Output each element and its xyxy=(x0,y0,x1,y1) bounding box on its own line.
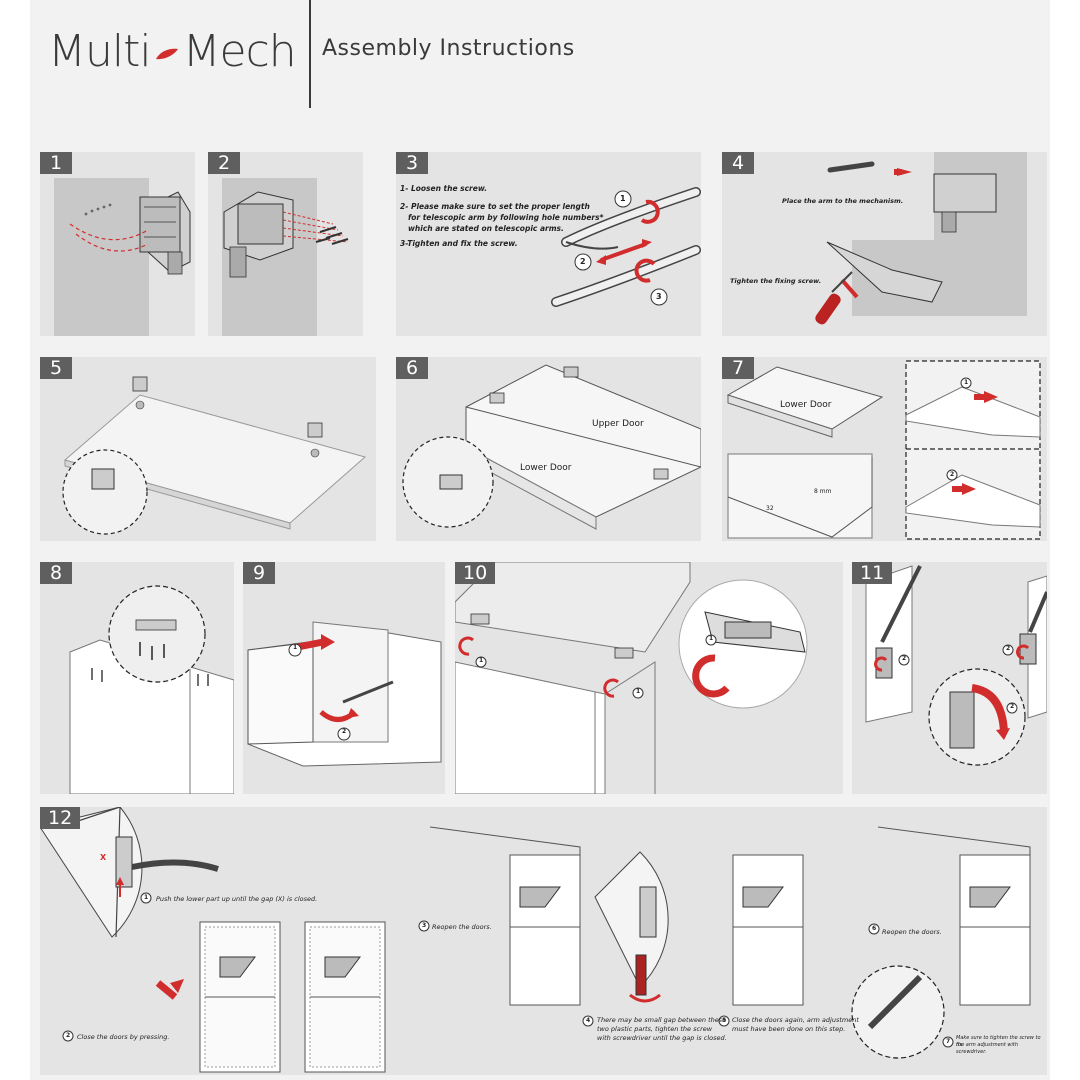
callout-2a: 2 xyxy=(902,655,907,662)
note-1-number: 1 xyxy=(144,894,149,901)
step-number: 12 xyxy=(40,807,81,829)
header-divider xyxy=(309,0,311,108)
upper-door-label: Upper Door xyxy=(592,419,644,429)
step-number: 11 xyxy=(852,562,893,584)
callout-1a: 1 xyxy=(479,657,484,664)
callout-1c: 1 xyxy=(709,635,714,642)
dimension-a: 32 xyxy=(766,505,774,512)
step-10-panel: 10 1 1 1 xyxy=(455,562,843,794)
step-12-illustration xyxy=(40,807,1031,1073)
callout-1: 1 xyxy=(293,644,298,651)
callout-2c: 2 xyxy=(1010,703,1015,710)
brand-right: Mech xyxy=(182,26,297,77)
gap-x-label: X xyxy=(100,853,107,862)
step-5-panel: 5 xyxy=(40,357,376,541)
callout-2: 2 xyxy=(950,471,955,478)
step-number: 5 xyxy=(40,357,72,379)
note-2-text: Close the doors by pressing. xyxy=(77,1033,170,1041)
dimension-b: 8 mm xyxy=(814,488,832,495)
step-3-text-2a: 2- Please make sure to set the proper le… xyxy=(400,202,590,211)
step-3-text-2c: which are stated on telescopic arms. xyxy=(408,224,564,233)
note-2-number: 2 xyxy=(66,1032,71,1039)
callout-3: 3 xyxy=(656,292,662,301)
step-number: 7 xyxy=(722,357,754,379)
step-1-panel: 1 xyxy=(40,152,195,336)
callout-1: 1 xyxy=(620,194,626,203)
step-number: 4 xyxy=(722,152,754,174)
step-3-illustration xyxy=(551,187,701,307)
page-title: Assembly Instructions xyxy=(322,36,575,61)
callout-1b: 1 xyxy=(636,688,641,695)
step-10-illustration xyxy=(455,562,808,794)
step-9-illustration xyxy=(247,621,442,767)
step-12-panel: 12 X 1 Push the lower part up until the … xyxy=(40,807,1047,1075)
note-3-number: 3 xyxy=(422,922,427,929)
step-number: 1 xyxy=(40,152,72,174)
step-9-panel: 9 1 2 xyxy=(243,562,445,794)
step-5-illustration xyxy=(62,376,367,535)
step-1-illustration xyxy=(54,178,191,336)
note-5-number: 5 xyxy=(722,1017,727,1024)
lower-door-label: Lower Door xyxy=(780,400,832,410)
note-5-text-b: must have been done on this step. xyxy=(732,1025,846,1033)
note-4-text-c: with screwdriver until the gap is closed… xyxy=(597,1034,727,1042)
note-3-text: Reopen the doors. xyxy=(432,923,492,931)
brand-logo: Multi Mech xyxy=(48,26,297,77)
step-2-panel: 2 xyxy=(208,152,363,336)
step-4-illustration xyxy=(815,152,1027,325)
step-4-text-tighten: Tighten the fixing screw. xyxy=(730,277,822,285)
step-number: 8 xyxy=(40,562,72,584)
step-6-illustration xyxy=(402,364,701,530)
note-7-number: 7 xyxy=(946,1038,951,1045)
step-number: 6 xyxy=(396,357,428,379)
note-4-number: 4 xyxy=(586,1017,591,1024)
step-4-text-place: Place the arm to the mechanism. xyxy=(782,197,904,205)
step-11-panel: 11 2 2 2 xyxy=(852,562,1047,794)
note-7-text-a: Make sure to tighten the screw to fix xyxy=(956,1035,1041,1048)
step-7-panel: 7 Lower Door 32 8 mm 1 2 xyxy=(722,357,1047,541)
step-3-text-1: 1- Loosen the screw. xyxy=(400,184,488,193)
callout-2: 2 xyxy=(342,728,347,735)
step-number: 2 xyxy=(208,152,240,174)
step-number: 10 xyxy=(455,562,496,584)
step-7-illustration xyxy=(726,360,1041,540)
note-6-text: Reopen the doors. xyxy=(882,928,942,936)
step-8-illustration xyxy=(69,585,234,794)
step-number: 3 xyxy=(396,152,428,174)
note-7-text-b: the arm adjustment with screwdriver. xyxy=(956,1042,1019,1055)
callout-2: 2 xyxy=(580,257,586,266)
step-4-panel: 4 Place the arm to the mechanism. Tighte… xyxy=(722,152,1047,336)
step-3-panel: 3 1- Loosen the screw. 2- Please make su… xyxy=(396,152,701,336)
brand-left: Multi xyxy=(48,26,152,77)
step-11-illustration xyxy=(865,565,1047,766)
lower-door-label: Lower Door xyxy=(520,463,572,473)
note-6-number: 6 xyxy=(872,925,877,932)
note-1-text: Push the lower part up until the gap (X)… xyxy=(156,895,318,903)
step-6-panel: 6 Upper Door Lower Door xyxy=(396,357,701,541)
callout-1: 1 xyxy=(964,379,969,386)
note-4-text-a: There may be small gap between these xyxy=(597,1016,727,1024)
step-3-text-2b: for telescopic arm by following hole num… xyxy=(408,213,604,222)
leaf-icon xyxy=(155,48,178,60)
step-8-panel: 8 xyxy=(40,562,234,794)
callout-2b: 2 xyxy=(1006,645,1011,652)
note-4-text-b: two plastic parts, tighten the screw xyxy=(597,1025,713,1033)
note-5-text-a: Close the doors again, arm adjustment xyxy=(732,1016,859,1024)
step-number: 9 xyxy=(243,562,275,584)
step-2-illustration xyxy=(222,178,349,336)
step-3-text-3: 3-Tighten and fix the screw. xyxy=(400,239,518,248)
